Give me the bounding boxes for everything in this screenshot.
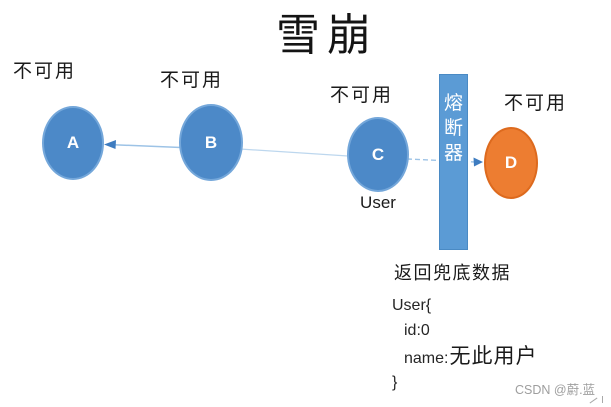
status-label-a: 不可用 (13, 61, 77, 82)
service-node-a: A (42, 106, 104, 180)
line-c-to-b (239, 148, 349, 157)
arrow-b-to-a-line (107, 143, 182, 149)
service-node-c: C (347, 117, 409, 192)
arrow-c-to-d-head (473, 157, 483, 167)
diagram-title: 雪崩 (276, 11, 378, 60)
circuit-breaker-bar: 熔 断 器 (439, 74, 468, 250)
status-label-d: 不可用 (504, 93, 568, 114)
node-a-letter: A (66, 133, 80, 152)
node-d-letter: D (504, 153, 518, 172)
status-label-c: 不可用 (330, 85, 394, 106)
fallback-code-open: User{ (392, 297, 432, 314)
service-node-d: D (484, 127, 538, 199)
fallback-heading: 返回兜底数据 (394, 263, 511, 283)
fallback-code-name-value: 无此用户 (449, 345, 538, 368)
fallback-code-id: id:0 (404, 322, 430, 339)
corner-artifact-tick (602, 396, 603, 403)
arrow-b-to-a-head (104, 140, 116, 149)
fallback-code-name: name: 无此用户 (404, 344, 537, 369)
fallback-code-name-key: name: (404, 350, 449, 367)
service-node-b: B (179, 104, 243, 181)
status-label-b: 不可用 (160, 70, 224, 91)
node-b-letter: B (204, 132, 218, 152)
breaker-char-3: 器 (443, 143, 463, 164)
fallback-code-close: } (392, 374, 398, 391)
node-c-letter: C (371, 144, 385, 164)
user-caption: User (360, 193, 396, 212)
breaker-char-2: 断 (443, 118, 463, 139)
breaker-char-1: 熔 (443, 93, 463, 114)
csdn-watermark: CSDN @蔚.蓝 (515, 383, 596, 397)
